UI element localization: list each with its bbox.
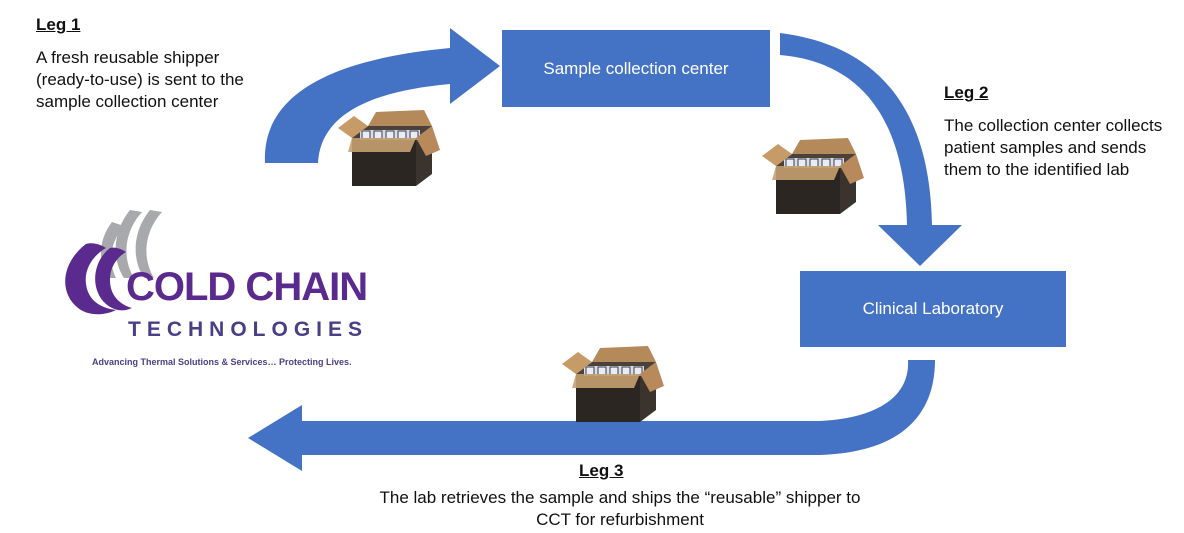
shipper-box-icon bbox=[337, 109, 441, 187]
leg3-description: The lab retrieves the sample and ships t… bbox=[379, 488, 861, 529]
logo-tagline: Advancing Thermal Solutions & Services… … bbox=[92, 357, 352, 367]
leg1-title: Leg 1 bbox=[36, 15, 81, 34]
leg2-title: Leg 2 bbox=[944, 83, 989, 102]
leg2-arrow bbox=[780, 33, 962, 266]
logo-subtitle: TECHNOLOGIES bbox=[128, 318, 369, 341]
node-label: Clinical Laboratory bbox=[862, 299, 1004, 318]
logo-swoosh-icon bbox=[65, 210, 162, 315]
leg2-description: The collection center collects patient s… bbox=[944, 116, 1163, 179]
logo-name: COLD CHAIN bbox=[126, 265, 368, 309]
leg3-title: Leg 3 bbox=[579, 461, 624, 480]
leg1-description: A fresh reusable shipper (ready-to-use) … bbox=[36, 48, 244, 111]
node-label: Sample collection center bbox=[543, 58, 729, 78]
node-sample-collection-center: Sample collection center bbox=[502, 30, 770, 107]
leg3-arrow bbox=[248, 360, 935, 471]
shipper-box-icon bbox=[761, 137, 865, 215]
leg1-arrow bbox=[264, 28, 500, 163]
node-clinical-laboratory: Clinical Laboratory bbox=[800, 271, 1066, 347]
shipper-box-icon bbox=[561, 345, 665, 423]
